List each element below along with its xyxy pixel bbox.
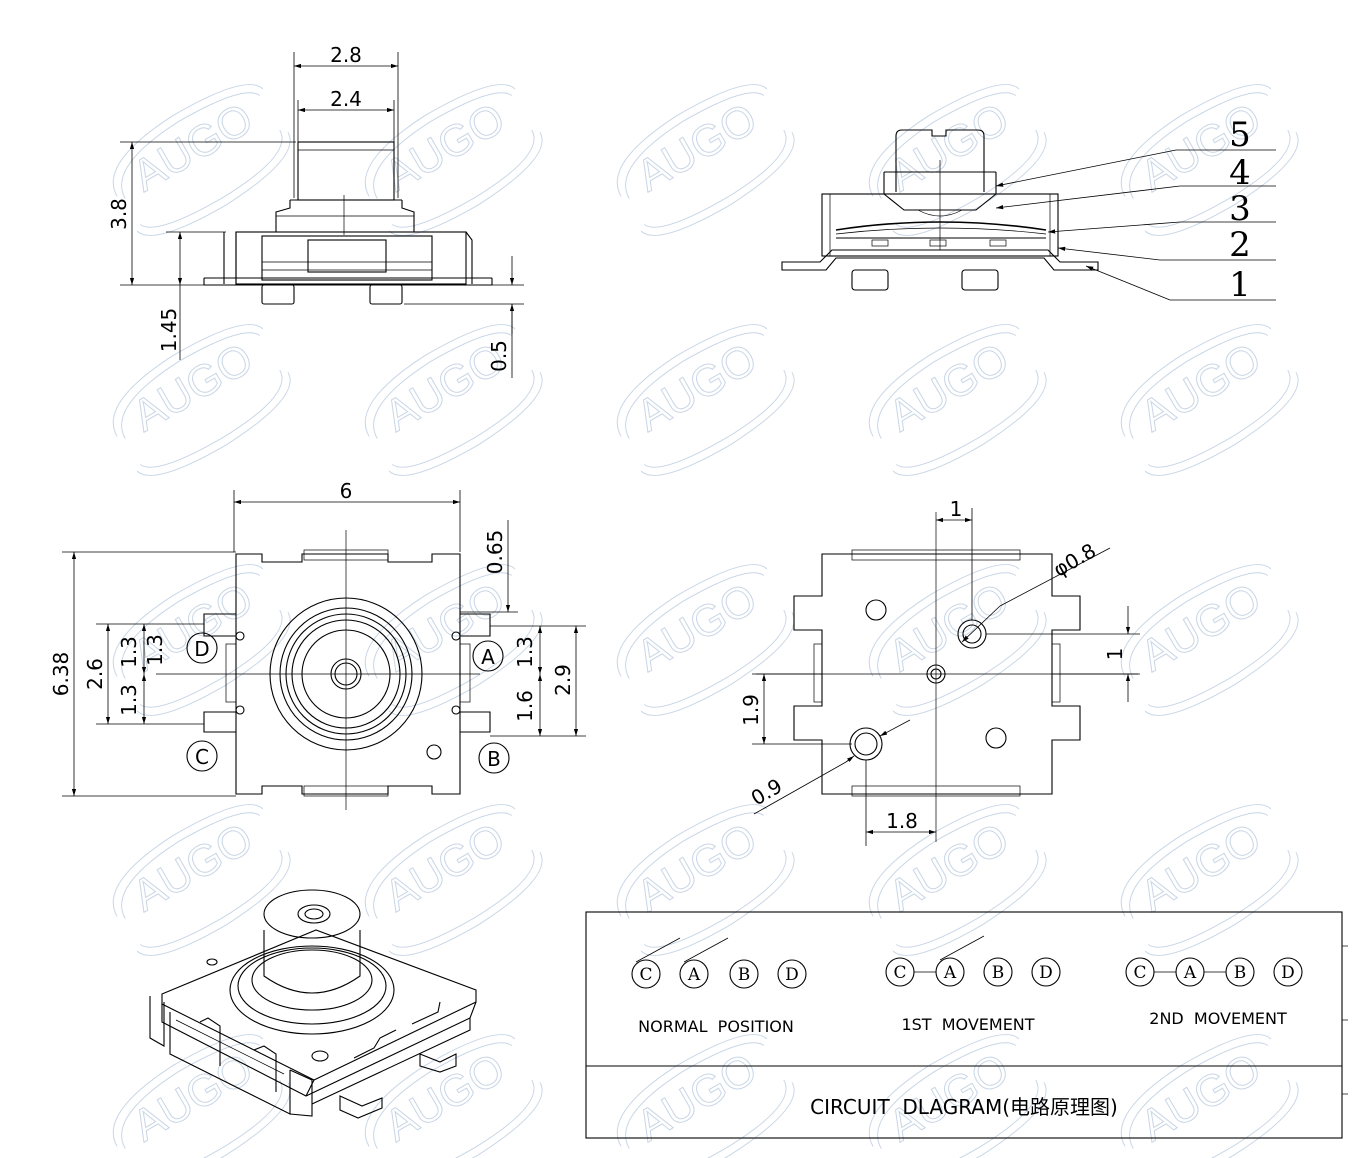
watermark-swoosh [364, 324, 543, 476]
dim-top-outer: 2.8 [330, 43, 362, 67]
bottom-dim-top-offset: 1 [950, 497, 963, 521]
bottom-dim-hole-dia: φ0.8 [1049, 538, 1100, 581]
dim-height: 3.8 [107, 198, 131, 230]
watermark-swoosh [868, 564, 1047, 716]
bottom-dim-bottom-offset: 1.8 [886, 809, 918, 833]
circuit-letter: C [639, 965, 652, 985]
watermark-swoosh [868, 84, 1047, 236]
dim-terminal: 0.5 [487, 340, 511, 372]
watermark-swoosh [364, 84, 543, 236]
part-label-3: 3 [1229, 189, 1251, 229]
watermark-text: AUGO [1132, 574, 1269, 681]
watermark-text: AUGO [376, 814, 513, 921]
section-view: 5 4 3 2 1 [781, 115, 1276, 305]
watermark-swoosh [1120, 564, 1299, 716]
watermark-swoosh [112, 804, 291, 956]
watermark-swoosh [364, 1034, 543, 1158]
watermark-text: AUGO [880, 94, 1017, 201]
circuit-state-label: 1ST MOVEMENT [901, 1015, 1034, 1034]
watermark-text: AUGO [1132, 334, 1269, 441]
part-label-4: 4 [1229, 153, 1251, 193]
dim-width: 6 [340, 479, 353, 503]
dim-right-upper: 1.3 [513, 636, 537, 668]
dim-left-lower: 1.3 [117, 684, 141, 716]
watermark-text: AUGO [628, 814, 765, 921]
watermark-text: AUGO [628, 334, 765, 441]
dim-left-upper: 1.3 [117, 636, 141, 668]
circuit-letter: A [1183, 963, 1197, 983]
circuit-letter: B [1234, 963, 1247, 983]
terminal-a-label: A [481, 645, 495, 669]
bottom-dim-right-offset: 1 [1103, 648, 1127, 661]
circuit-letter: D [1039, 963, 1053, 983]
watermark-text: AUGO [1132, 814, 1269, 921]
dim-right-total: 2.9 [551, 664, 575, 696]
watermark-swoosh [868, 804, 1047, 956]
watermark-swoosh [868, 1034, 1047, 1158]
watermark-swoosh [616, 804, 795, 956]
watermark-swoosh [1120, 1034, 1299, 1158]
circuit-letter: C [893, 963, 906, 983]
watermark-swoosh [112, 564, 291, 716]
watermark-swoosh [616, 1034, 795, 1158]
circuit-state-normal: C A B D NORMAL POSITION [631, 937, 807, 1036]
part-label-2: 2 [1229, 225, 1251, 265]
terminal-b-label: B [487, 747, 501, 771]
circuit-letter: D [1281, 963, 1295, 983]
watermark-text: AUGO [628, 1044, 765, 1151]
bottom-view: 1 φ0.8 1 1.9 0.9 1.8 [739, 497, 1140, 846]
part-label-1: 1 [1229, 265, 1251, 305]
watermark-text: AUGO [376, 94, 513, 201]
dim-left-upper2: 1.3 [143, 634, 167, 666]
dim-left-pitch: 2.6 [83, 658, 107, 690]
circuit-letter: C [1133, 963, 1146, 983]
bottom-dim-left-offset: 1.9 [739, 694, 763, 726]
dim-top-inner: 2.4 [330, 87, 362, 111]
watermark-swoosh [112, 1034, 291, 1158]
watermark-swoosh [112, 84, 291, 236]
watermark-swoosh [1120, 84, 1299, 236]
circuit-state-label: 2ND MOVEMENT [1149, 1009, 1287, 1028]
watermark-swoosh [616, 84, 795, 236]
watermark-text: AUGO [628, 94, 765, 201]
circuit-diagram-title: CIRCUIT DLAGRAM(电路原理图) [810, 1095, 1118, 1119]
dim-body: 1.45 [157, 308, 181, 353]
watermark-text: AUGO [880, 334, 1017, 441]
watermark-text: AUGO [1132, 1044, 1269, 1151]
terminal-d-label: D [194, 637, 209, 661]
circuit-state-2nd-movement: C A B D 2ND MOVEMENT [1125, 957, 1303, 1028]
watermark-text: AUGO [628, 574, 765, 681]
circuit-state-label: NORMAL POSITION [638, 1017, 794, 1036]
circuit-letter: B [992, 963, 1005, 983]
circuit-letter: B [738, 965, 751, 985]
watermark-swoosh [364, 564, 543, 716]
watermark-swoosh [1120, 804, 1299, 956]
watermark-swoosh [616, 564, 795, 716]
watermark-swoosh [868, 324, 1047, 476]
side-view: 2.8 2.4 3.8 1.45 0.5 [107, 43, 524, 378]
dim-right-lower: 1.6 [513, 690, 537, 722]
top-view: D C A B 6 6.38 0.65 2.6 1.3 1.3 1.3 1.3 … [49, 479, 586, 810]
circuit-letter: D [785, 965, 799, 985]
isometric-view [149, 889, 477, 1119]
watermark-swoosh [112, 324, 291, 476]
watermark-text: AUGO [124, 94, 261, 201]
watermark-swoosh [364, 804, 543, 956]
terminal-c-label: C [195, 745, 209, 769]
dim-top-offset: 0.65 [483, 530, 507, 575]
circuit-state-1st-movement: C A B D 1ST MOVEMENT [885, 935, 1061, 1034]
circuit-letter: A [943, 963, 957, 983]
watermark-text: AUGO [124, 814, 261, 921]
watermark-swoosh [616, 324, 795, 476]
watermark-swoosh [1120, 324, 1299, 476]
watermark-text: AUGO [124, 334, 261, 441]
circuit-letter: A [687, 965, 701, 985]
watermark-layer: AUGO AUGO AUGO AUGO AUGO AUGO AUGO AUGO AUGO AUGO… [112, 84, 1299, 1158]
dim-total-height: 6.38 [49, 652, 73, 697]
circuit-diagram-table: C A B D NORMAL POSITION C A B D 1ST MOVE… [585, 911, 1348, 1139]
part-label-5: 5 [1229, 115, 1251, 155]
watermark-text: AUGO [880, 574, 1017, 681]
watermark-text: AUGO [124, 1044, 261, 1151]
